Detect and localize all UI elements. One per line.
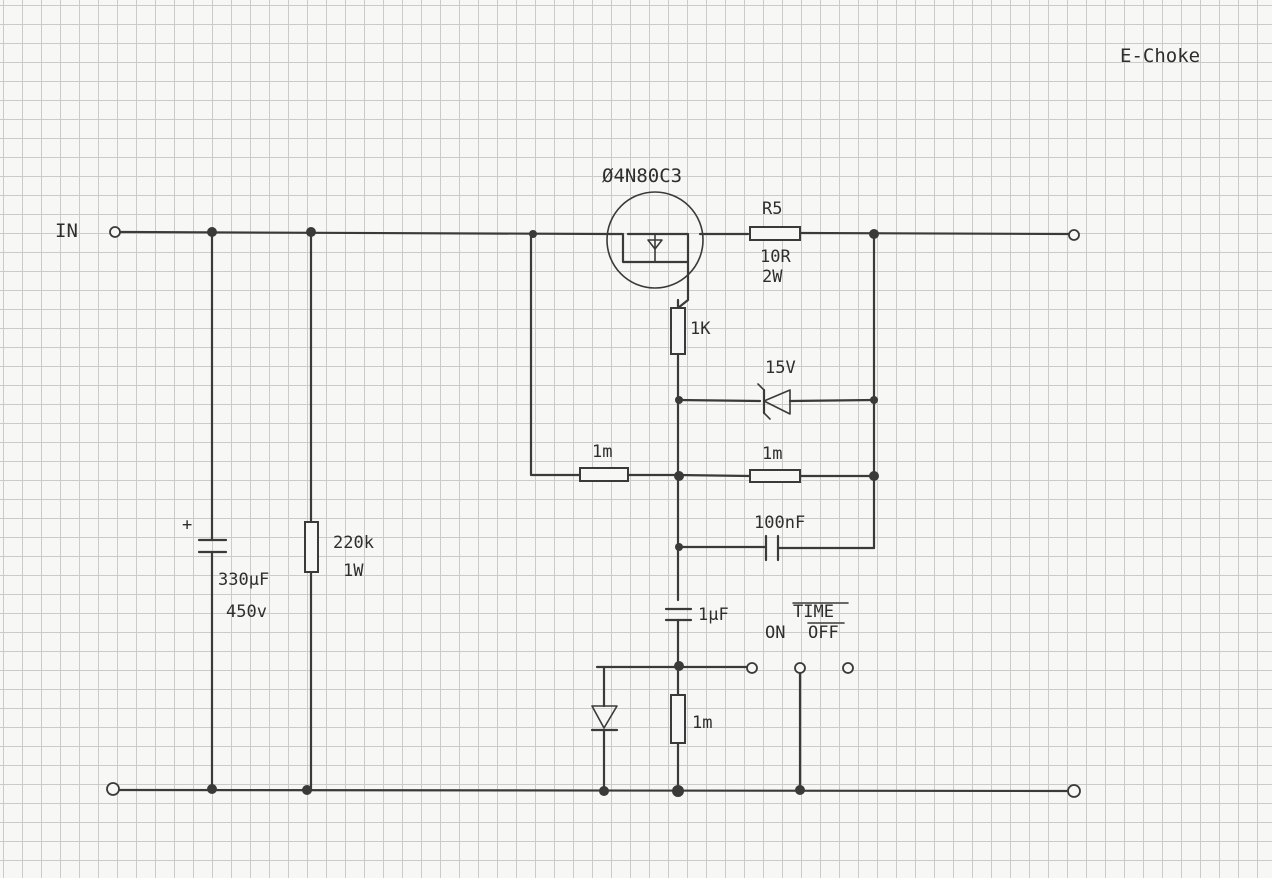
top-rail-wire	[118, 230, 1072, 236]
cap-plus-label: +	[182, 515, 192, 535]
r-1m-right-label: 1m	[762, 444, 782, 464]
r-1k-label: 1K	[690, 319, 711, 339]
diode-branch	[590, 665, 752, 792]
mosfet-symbol	[606, 191, 704, 310]
input-label: IN	[55, 220, 78, 242]
resistor-220k	[304, 230, 319, 792]
center-node-wire	[664, 298, 693, 792]
r-1m-bottom-label: 1m	[692, 713, 712, 733]
time-label: TIME	[793, 602, 834, 622]
title-echoke: E-Choke	[1120, 45, 1200, 67]
cap-330-voltage-label: 450v	[226, 602, 267, 622]
terminals	[106, 226, 1081, 798]
r5-value-label: 10R	[760, 247, 791, 267]
junction-dots	[207, 227, 879, 797]
mosfet-label: Ø4N80C3	[602, 165, 682, 187]
r5-name-label: R5	[762, 199, 782, 219]
zener-label: 15V	[765, 358, 796, 378]
r-220k-power-label: 1W	[343, 561, 364, 581]
switch-off-label: OFF	[808, 623, 839, 643]
resistor-r5	[749, 226, 801, 241]
r5-power-label: 2W	[762, 267, 783, 287]
bottom-rail-wire	[116, 788, 1072, 793]
cap-330-label: 330µF	[218, 570, 269, 590]
cap-1uf-label: 1µF	[698, 605, 729, 625]
capacitor-100nf	[676, 534, 876, 562]
r-220k-label: 220k	[333, 533, 374, 553]
cap-100nf-label: 100nF	[754, 513, 805, 533]
switch-on-label: ON	[765, 623, 785, 643]
resistor-1m-right	[676, 469, 876, 483]
zener-diode	[676, 383, 876, 420]
gate-feed-wire	[529, 232, 680, 482]
r-1m-left-label: 1m	[592, 442, 612, 462]
capacitor-330uf	[197, 230, 228, 792]
